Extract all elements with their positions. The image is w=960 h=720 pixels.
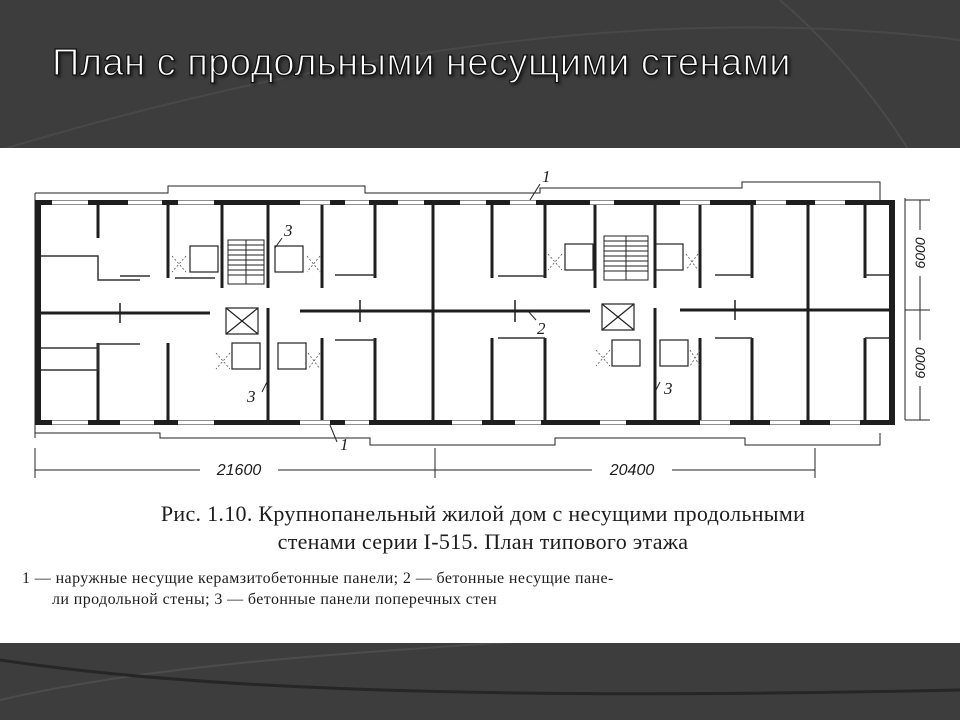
label-panel-1-top: 1 [542,167,551,186]
label-panel-3-top: 3 [283,221,293,240]
legend-line-1: 1 — наружные несущие керамзитобетонные п… [22,570,614,587]
caption-line-2: стенами серии I-515. План типового этажа [277,529,689,554]
elevator-left [225,307,259,335]
floor-plan-drawing: 21600 20400 6000 6000 1 1 2 3 3 3 [34,167,932,479]
staircase-left [227,239,265,285]
label-panel-1-bottom: 1 [340,435,349,454]
dim-right-length: 20400 [609,462,655,479]
figure-caption: Рис. 1.10. Крупнопанельный жилой дом с н… [28,500,938,556]
legend-line-2: ли продольной стены; 3 — бетонные панели… [52,591,498,608]
label-panel-3-right: 3 [663,379,673,398]
label-panel-3-left: 3 [246,387,256,406]
dim-left-length: 21600 [216,462,262,479]
staircase-right [603,235,649,281]
dim-upper-depth: 6000 [912,237,928,268]
elevator-right [601,303,635,331]
label-panel-2: 2 [537,319,546,338]
floor-plan-figure: 21600 20400 6000 6000 1 1 2 3 3 3 Рис. 1… [0,148,960,643]
outline-top [35,181,881,200]
wall-left [35,200,41,425]
figure-legend: 1 — наружные несущие керамзитобетонные п… [22,568,942,610]
caption-line-1: Рис. 1.10. Крупнопанельный жилой дом с н… [160,501,806,526]
outline-bottom [35,432,881,446]
dim-lower-depth: 6000 [912,347,928,378]
wall-right [889,200,895,425]
slide-title: План с продольными несущими стенами [51,41,791,84]
